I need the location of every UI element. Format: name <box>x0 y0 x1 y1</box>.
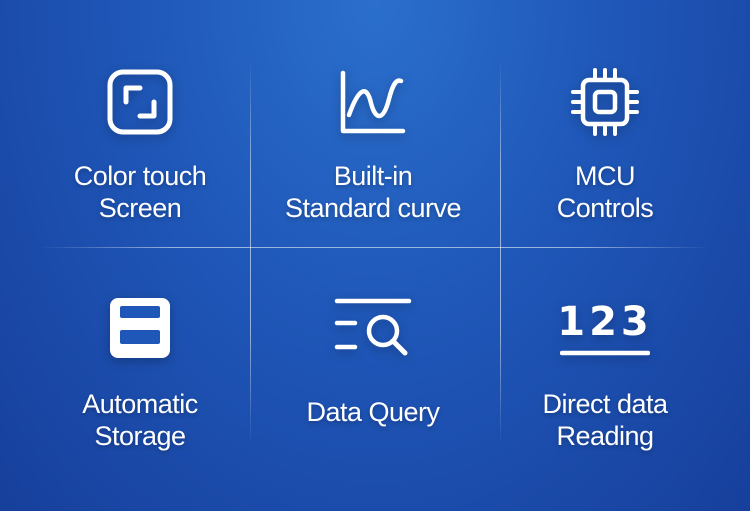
svg-text:123: 123 <box>560 299 650 345</box>
divider-vertical-1 <box>250 60 251 445</box>
feature-label: Data Query <box>306 397 440 427</box>
feature-data-query: Data Query <box>248 288 498 488</box>
chip-icon <box>569 62 641 142</box>
floppy-disk-icon <box>108 288 172 368</box>
divider-horizontal <box>40 247 710 248</box>
curve-chart-icon <box>339 62 407 142</box>
numbers-icon: 123 <box>560 288 650 368</box>
feature-direct-data-reading: 123 Direct data Reading <box>480 288 730 488</box>
feature-label: Built-in Standard curve <box>284 161 462 223</box>
feature-built-in-standard-curve: Built-in Standard curve <box>248 62 498 262</box>
feature-label: Color touch Screen <box>73 161 207 223</box>
feature-label: Direct data Reading <box>542 389 668 451</box>
fullscreen-frame-icon <box>107 62 173 142</box>
feature-label: Automatic Storage <box>82 389 198 451</box>
feature-label: MCU Controls <box>556 161 654 223</box>
feature-color-touch-screen: Color touch Screen <box>15 62 265 262</box>
search-list-icon <box>333 288 413 368</box>
feature-mcu-controls: MCU Controls <box>480 62 730 262</box>
divider-vertical-2 <box>500 60 501 445</box>
feature-automatic-storage: Automatic Storage <box>15 288 265 488</box>
